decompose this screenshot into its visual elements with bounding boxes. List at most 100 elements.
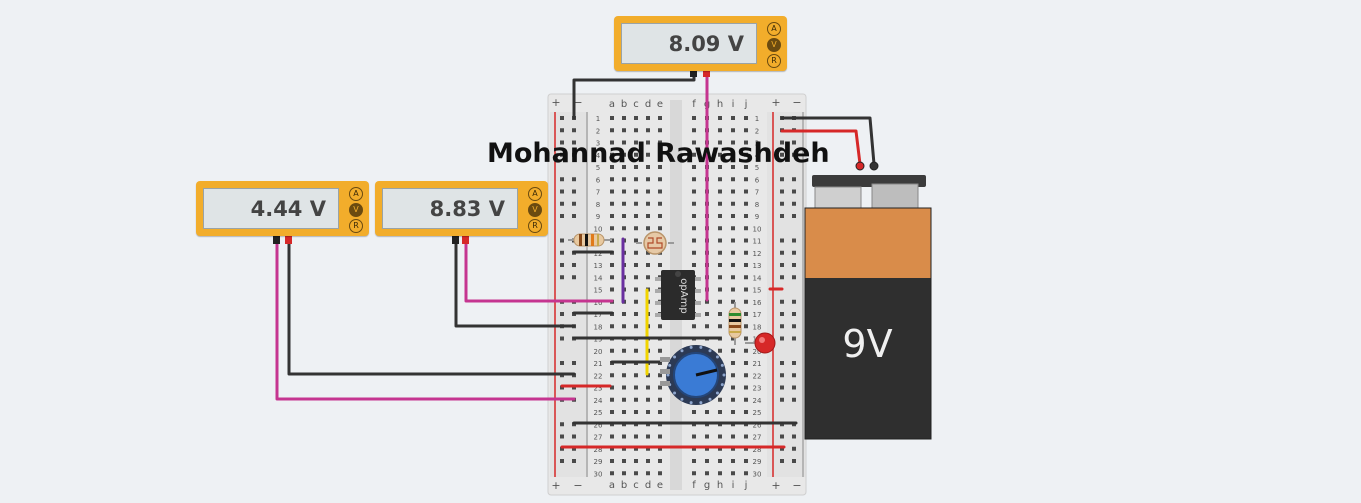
opamp-chip[interactable]: opAmp	[655, 270, 701, 320]
breadboard-hole[interactable]	[744, 189, 748, 194]
breadboard-hole[interactable]	[744, 410, 748, 414]
breadboard-hole[interactable]	[634, 152, 638, 157]
breadboard-hole[interactable]	[792, 214, 796, 218]
breadboard-hole[interactable]	[634, 312, 638, 316]
breadboard-hole[interactable]	[634, 128, 638, 133]
breadboard-hole[interactable]	[572, 189, 576, 194]
breadboard-hole[interactable]	[731, 397, 735, 402]
breadboard-hole[interactable]	[560, 361, 564, 365]
breadboard-hole[interactable]	[792, 385, 796, 390]
wire-battery-red[interactable]	[780, 129, 862, 166]
breadboard-hole[interactable]	[658, 446, 662, 451]
breadboard-hole[interactable]	[705, 324, 709, 329]
breadboard-hole[interactable]	[792, 177, 796, 182]
breadboard-hole[interactable]	[731, 250, 735, 255]
breadboard-hole[interactable]	[622, 397, 626, 402]
breadboard-hole[interactable]	[610, 434, 614, 439]
breadboard-hole[interactable]	[572, 152, 576, 157]
breadboard-hole[interactable]	[731, 226, 735, 231]
breadboard-hole[interactable]	[731, 140, 735, 145]
breadboard-hole[interactable]	[718, 263, 722, 267]
breadboard-hole[interactable]	[718, 140, 722, 145]
breadboard-hole[interactable]	[731, 275, 735, 280]
breadboard-hole[interactable]	[634, 214, 638, 218]
breadboard-hole[interactable]	[744, 373, 748, 378]
breadboard-hole[interactable]	[718, 324, 722, 329]
breadboard-hole[interactable]	[634, 446, 638, 451]
breadboard-hole[interactable]	[572, 177, 576, 182]
breadboard-hole[interactable]	[718, 116, 722, 120]
photoresistor[interactable]	[636, 231, 674, 255]
breadboard-hole[interactable]	[622, 312, 626, 316]
breadboard-hole[interactable]	[731, 201, 735, 206]
breadboard-hole[interactable]	[610, 459, 614, 463]
breadboard-hole[interactable]	[622, 165, 626, 169]
breadboard-hole[interactable]	[792, 263, 796, 267]
breadboard-hole[interactable]	[560, 422, 564, 427]
breadboard-hole[interactable]	[705, 459, 709, 463]
breadboard-hole[interactable]	[780, 250, 784, 255]
breadboard-hole[interactable]	[731, 434, 735, 439]
breadboard-hole[interactable]	[572, 263, 576, 267]
breadboard-hole[interactable]	[718, 299, 722, 304]
breadboard-hole[interactable]	[718, 226, 722, 231]
breadboard-hole[interactable]	[646, 140, 650, 145]
breadboard-hole[interactable]	[780, 397, 784, 402]
breadboard-hole[interactable]	[658, 201, 662, 206]
breadboard-hole[interactable]	[560, 201, 564, 206]
breadboard-hole[interactable]	[572, 128, 576, 133]
breadboard-hole[interactable]	[792, 238, 796, 243]
breadboard-hole[interactable]	[780, 459, 784, 463]
breadboard-hole[interactable]	[731, 459, 735, 463]
breadboard-hole[interactable]	[622, 201, 626, 206]
breadboard-hole[interactable]	[744, 140, 748, 145]
breadboard-hole[interactable]	[718, 410, 722, 414]
breadboard-hole[interactable]	[634, 226, 638, 231]
breadboard-hole[interactable]	[780, 189, 784, 194]
breadboard-hole[interactable]	[731, 361, 735, 365]
breadboard-hole[interactable]	[646, 446, 650, 451]
breadboard-hole[interactable]	[634, 373, 638, 378]
breadboard-hole[interactable]	[560, 140, 564, 145]
mode-voltmeter[interactable]: V	[767, 38, 781, 52]
breadboard-hole[interactable]	[610, 385, 614, 390]
breadboard-hole[interactable]	[731, 385, 735, 390]
breadboard-hole[interactable]	[780, 373, 784, 378]
mode-ammeter[interactable]: A	[528, 187, 542, 201]
breadboard-hole[interactable]	[646, 275, 650, 280]
breadboard-hole[interactable]	[572, 214, 576, 218]
breadboard-hole[interactable]	[718, 201, 722, 206]
breadboard-hole[interactable]	[792, 373, 796, 378]
breadboard-hole[interactable]	[692, 410, 696, 414]
breadboard-hole[interactable]	[692, 189, 696, 194]
breadboard-hole[interactable]	[731, 128, 735, 133]
breadboard-hole[interactable]	[646, 459, 650, 463]
breadboard-hole[interactable]	[622, 226, 626, 231]
breadboard-hole[interactable]	[792, 189, 796, 194]
breadboard-hole[interactable]	[560, 459, 564, 463]
breadboard-hole[interactable]	[560, 446, 564, 451]
battery-9v[interactable]	[804, 161, 932, 440]
breadboard-hole[interactable]	[622, 373, 626, 378]
breadboard-hole[interactable]	[622, 214, 626, 218]
breadboard-hole[interactable]	[692, 250, 696, 255]
breadboard-hole[interactable]	[705, 434, 709, 439]
breadboard-hole[interactable]	[718, 128, 722, 133]
breadboard-hole[interactable]	[718, 177, 722, 182]
breadboard-hole[interactable]	[646, 410, 650, 414]
breadboard-hole[interactable]	[646, 201, 650, 206]
breadboard-hole[interactable]	[560, 128, 564, 133]
breadboard-hole[interactable]	[646, 373, 650, 378]
breadboard-hole[interactable]	[610, 348, 614, 353]
breadboard-hole[interactable]	[792, 459, 796, 463]
breadboard-hole[interactable]	[731, 177, 735, 182]
breadboard-hole[interactable]	[780, 324, 784, 329]
multimeter-top[interactable]: 8.09 V A V R	[614, 16, 787, 71]
breadboard-hole[interactable]	[634, 275, 638, 280]
breadboard-hole[interactable]	[792, 250, 796, 255]
breadboard-hole[interactable]	[658, 128, 662, 133]
breadboard-hole[interactable]	[705, 446, 709, 451]
breadboard-hole[interactable]	[658, 397, 662, 402]
mode-voltmeter[interactable]: V	[349, 203, 363, 217]
breadboard-hole[interactable]	[792, 275, 796, 280]
